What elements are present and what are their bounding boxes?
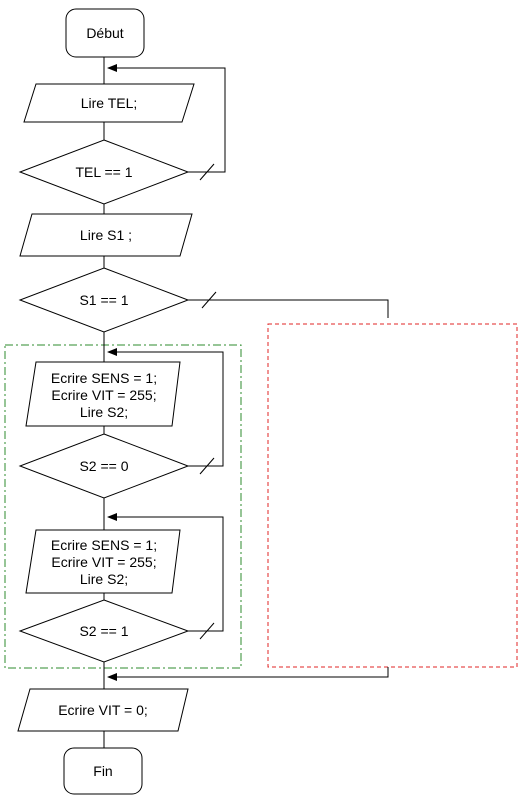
end-label: Fin — [93, 763, 112, 779]
s1-decision-label: S1 == 1 — [79, 292, 128, 308]
block1-line-1: Ecrire SENS = 1; — [51, 370, 157, 386]
read-tel-io: Lire TEL; — [23, 83, 195, 123]
loop-group-box — [4, 344, 242, 669]
block1-line-2: Ecrire VIT = 255; — [51, 387, 156, 403]
block2-line-2: Ecrire VIT = 255; — [51, 554, 156, 570]
s1-decision: S1 == 1 — [18, 267, 190, 333]
block2-line-1: Ecrire SENS = 1; — [51, 537, 157, 553]
s2-one-decision: S2 == 1 — [18, 599, 190, 663]
read-s1-label: Lire S1 ; — [80, 227, 132, 243]
write-vit-io: Ecrire VIT = 0; — [17, 688, 189, 732]
s2-zero-decision-label: S2 == 0 — [79, 458, 128, 474]
write-block-1: Ecrire SENS = 1; Ecrire VIT = 255; Lire … — [25, 361, 181, 427]
write-vit-label: Ecrire VIT = 0; — [58, 702, 148, 718]
read-tel-label: Lire TEL; — [81, 95, 138, 111]
empty-branch-box — [267, 323, 518, 668]
block2-line-3: Lire S2; — [80, 571, 128, 587]
start-label: Début — [86, 25, 123, 41]
block1-line-3: Lire S2; — [80, 404, 128, 420]
read-s1-io: Lire S1 ; — [19, 213, 193, 257]
tel-decision-label: TEL == 1 — [75, 164, 132, 180]
connectors — [103, 57, 389, 748]
start-terminal: Début — [65, 8, 145, 58]
tel-decision: TEL == 1 — [18, 139, 190, 205]
s2-one-decision-label: S2 == 1 — [79, 623, 128, 639]
end-terminal: Fin — [63, 747, 143, 795]
write-block-2: Ecrire SENS = 1; Ecrire VIT = 255; Lire … — [25, 529, 181, 594]
s2-zero-decision: S2 == 0 — [18, 433, 190, 499]
